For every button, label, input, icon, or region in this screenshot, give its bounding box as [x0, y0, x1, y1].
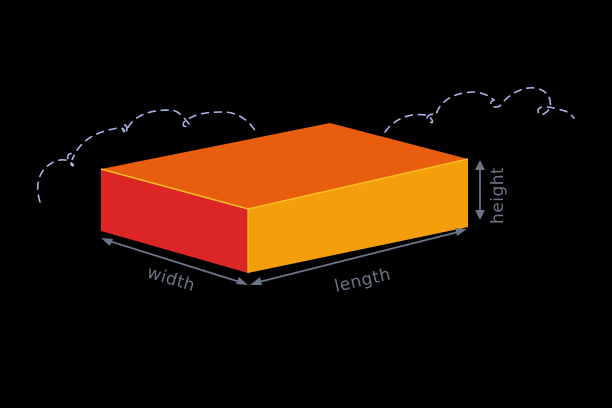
width-arrow [101, 238, 248, 285]
dashed-loop-left [37, 109, 257, 203]
box-left-face [101, 169, 248, 273]
box-top-face [101, 123, 468, 209]
length-label: length [333, 265, 393, 297]
dashed-loop-right [384, 87, 575, 133]
height-arrow [475, 160, 485, 220]
length-arrow [250, 228, 467, 285]
height-label: height [488, 167, 508, 224]
width-label: width [145, 263, 198, 297]
box-right-face [248, 159, 468, 273]
